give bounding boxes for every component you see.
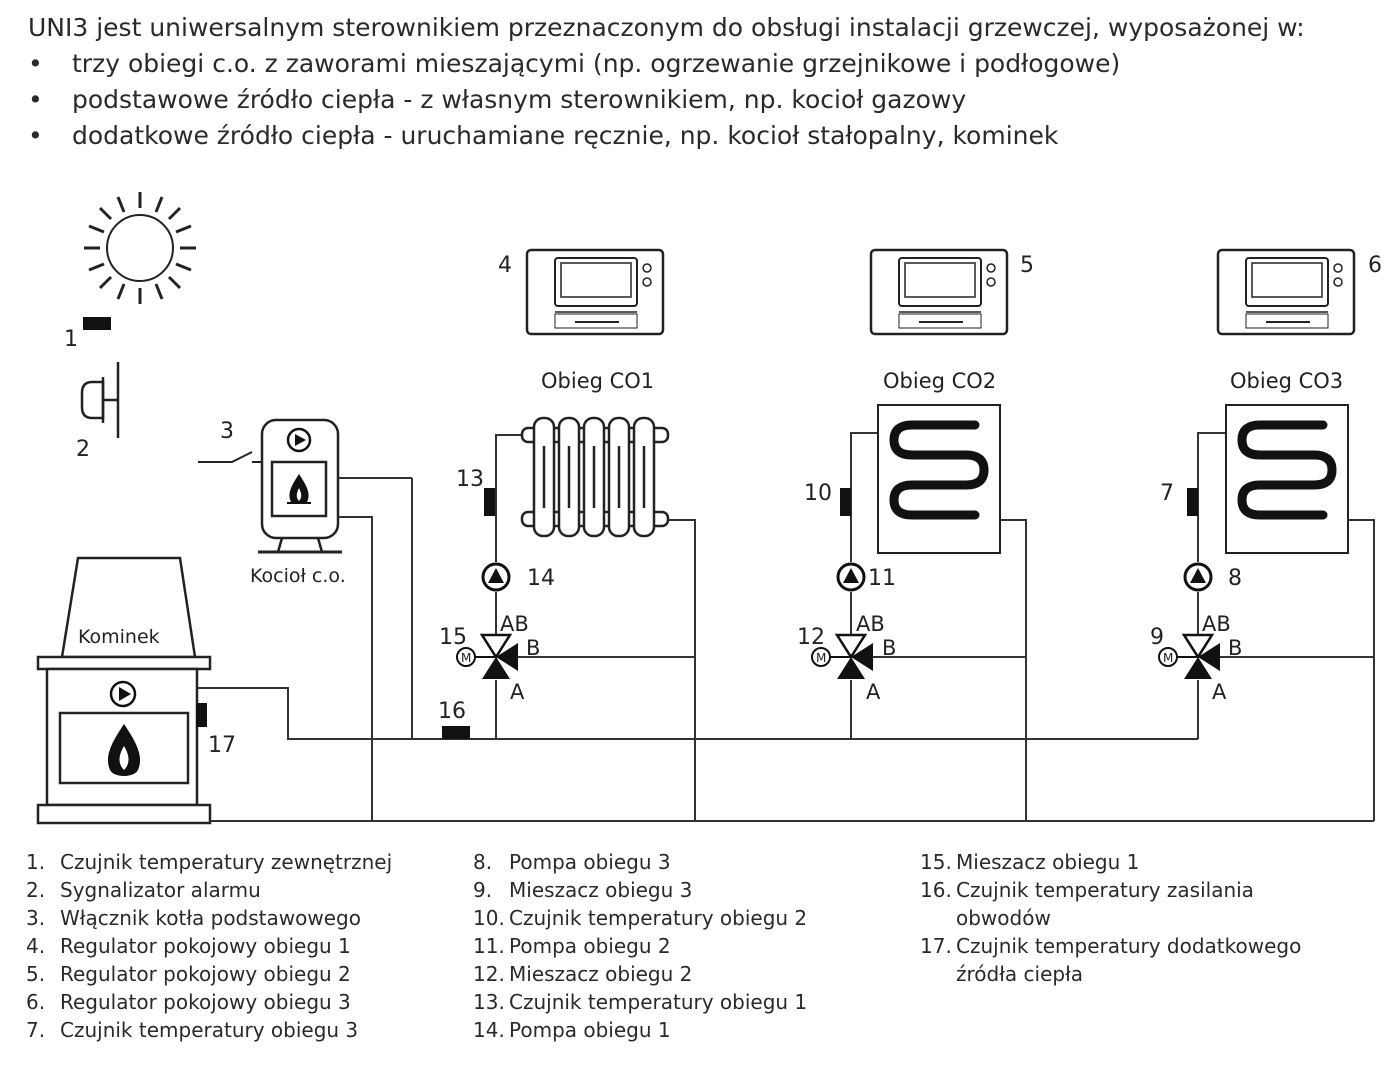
label-15: 15: [439, 625, 467, 650]
boiler-label: Kocioł c.o.: [250, 565, 346, 587]
label-9: 9: [1150, 625, 1164, 650]
circuit-sensor-3: [1187, 488, 1198, 516]
label-8: 8: [1228, 566, 1242, 591]
legend-item: 6.Regulator pokojowy obiegu 3: [26, 990, 351, 1014]
legend-item: 7.Czujnik temperatury obiegu 3: [26, 1018, 359, 1042]
label-2: 2: [76, 437, 90, 462]
intro-bullet: trzy obiegi c.o. z zaworami mieszającymi…: [28, 46, 1388, 82]
room-regulator-3: [1216, 248, 1356, 336]
legend-item: 1.Czujnik temperatury zewnętrznej: [26, 850, 393, 874]
label-5: 5: [1020, 253, 1034, 278]
legend-item: 13.Czujnik temperatury obiegu 1: [473, 990, 808, 1014]
motor-label: M: [816, 651, 826, 665]
circuit-sensor-2: [840, 488, 851, 516]
fireplace-sensor: [196, 703, 207, 727]
boiler: [258, 418, 342, 554]
port-b: B: [882, 636, 896, 660]
intro-text: UNI3 jest uniwersalnym sterownikiem prze…: [28, 13, 1305, 42]
port-ab: AB: [500, 612, 529, 636]
motor-label: M: [1163, 651, 1173, 665]
pump-icon: [1183, 562, 1213, 592]
radiator-icon: [520, 416, 670, 538]
legend-item: 11.Pompa obiegu 2: [473, 934, 671, 958]
port-a: A: [510, 680, 525, 704]
legend-item: 8.Pompa obiegu 3: [473, 850, 671, 874]
port-a: A: [866, 680, 881, 704]
legend-item: 17.Czujnik temperatury dodatkowego: [920, 934, 1302, 958]
outdoor-sensor: [83, 317, 111, 330]
floor-heating-icon: [1225, 404, 1349, 554]
legend-item: 12.Mieszacz obiegu 2: [473, 962, 693, 986]
pump-icon: [836, 562, 866, 592]
intro-bullet: podstawowe źródło ciepła - z własnym ste…: [28, 82, 1388, 118]
intro-bullets: trzy obiegi c.o. z zaworami mieszającymi…: [28, 46, 1388, 154]
fireplace-label: Kominek: [78, 626, 160, 648]
label-16: 16: [438, 699, 466, 724]
pump-icon: [481, 562, 511, 592]
label-1: 1: [64, 327, 78, 352]
legend-item: 3.Włącznik kotła podstawowego: [26, 906, 361, 930]
room-regulator-1: [525, 248, 665, 336]
motor-label: M: [461, 651, 471, 665]
legend-column-1: 1.Czujnik temperatury zewnętrznej 2.Sygn…: [26, 848, 392, 1044]
label-12: 12: [797, 625, 825, 650]
label-6: 6: [1368, 253, 1382, 278]
legend-item: 16.Czujnik temperatury zasilania: [920, 878, 1254, 902]
legend-item: 5.Regulator pokojowy obiegu 2: [26, 962, 351, 986]
legend-item: 10.Czujnik temperatury obiegu 2: [473, 906, 808, 930]
floor-heating-icon: [877, 404, 1001, 554]
legend-column-3: 15.Mieszacz obiegu 1 16.Czujnik temperat…: [920, 848, 1301, 988]
legend-item: 14.Pompa obiegu 1: [473, 1018, 671, 1042]
alarm-bell-icon: [80, 362, 120, 438]
port-a: A: [1212, 680, 1227, 704]
room-regulator-2: [869, 248, 1009, 336]
label-3: 3: [220, 419, 234, 444]
supply-sensor: [442, 726, 470, 739]
circuit-title-3: Obieg CO3: [1230, 369, 1343, 393]
intro-section: UNI3 jest uniwersalnym sterownikiem prze…: [28, 10, 1388, 154]
legend-item: 2.Sygnalizator alarmu: [26, 878, 261, 902]
fireplace: [36, 556, 212, 825]
label-7: 7: [1160, 481, 1174, 506]
port-ab: AB: [1202, 612, 1231, 636]
circuit-title-1: Obieg CO1: [541, 369, 654, 393]
legend-item: 9.Mieszacz obiegu 3: [473, 878, 693, 902]
label-11: 11: [868, 566, 896, 591]
legend-item: 15.Mieszacz obiegu 1: [920, 850, 1140, 874]
legend-item-continuation: źródła ciepła: [956, 962, 1084, 986]
boiler-switch: [198, 451, 262, 463]
port-b: B: [526, 636, 540, 660]
label-13: 13: [456, 467, 484, 492]
label-10: 10: [804, 481, 832, 506]
circuit-sensor-1: [484, 488, 495, 516]
legend-item: 4.Regulator pokojowy obiegu 1: [26, 934, 351, 958]
legend-column-2: 8.Pompa obiegu 3 9.Mieszacz obiegu 3 10.…: [473, 848, 807, 1044]
port-b: B: [1228, 636, 1242, 660]
port-ab: AB: [856, 612, 885, 636]
circuit-title-2: Obieg CO2: [883, 369, 996, 393]
legend-item-continuation: obwodów: [956, 906, 1051, 930]
intro-bullet: dodatkowe źródło ciepła - uruchamiane rę…: [28, 118, 1388, 154]
label-4: 4: [498, 253, 512, 278]
sun-icon: [84, 192, 196, 304]
label-17: 17: [208, 733, 236, 758]
piping: [197, 432, 1375, 822]
label-14: 14: [527, 566, 555, 591]
